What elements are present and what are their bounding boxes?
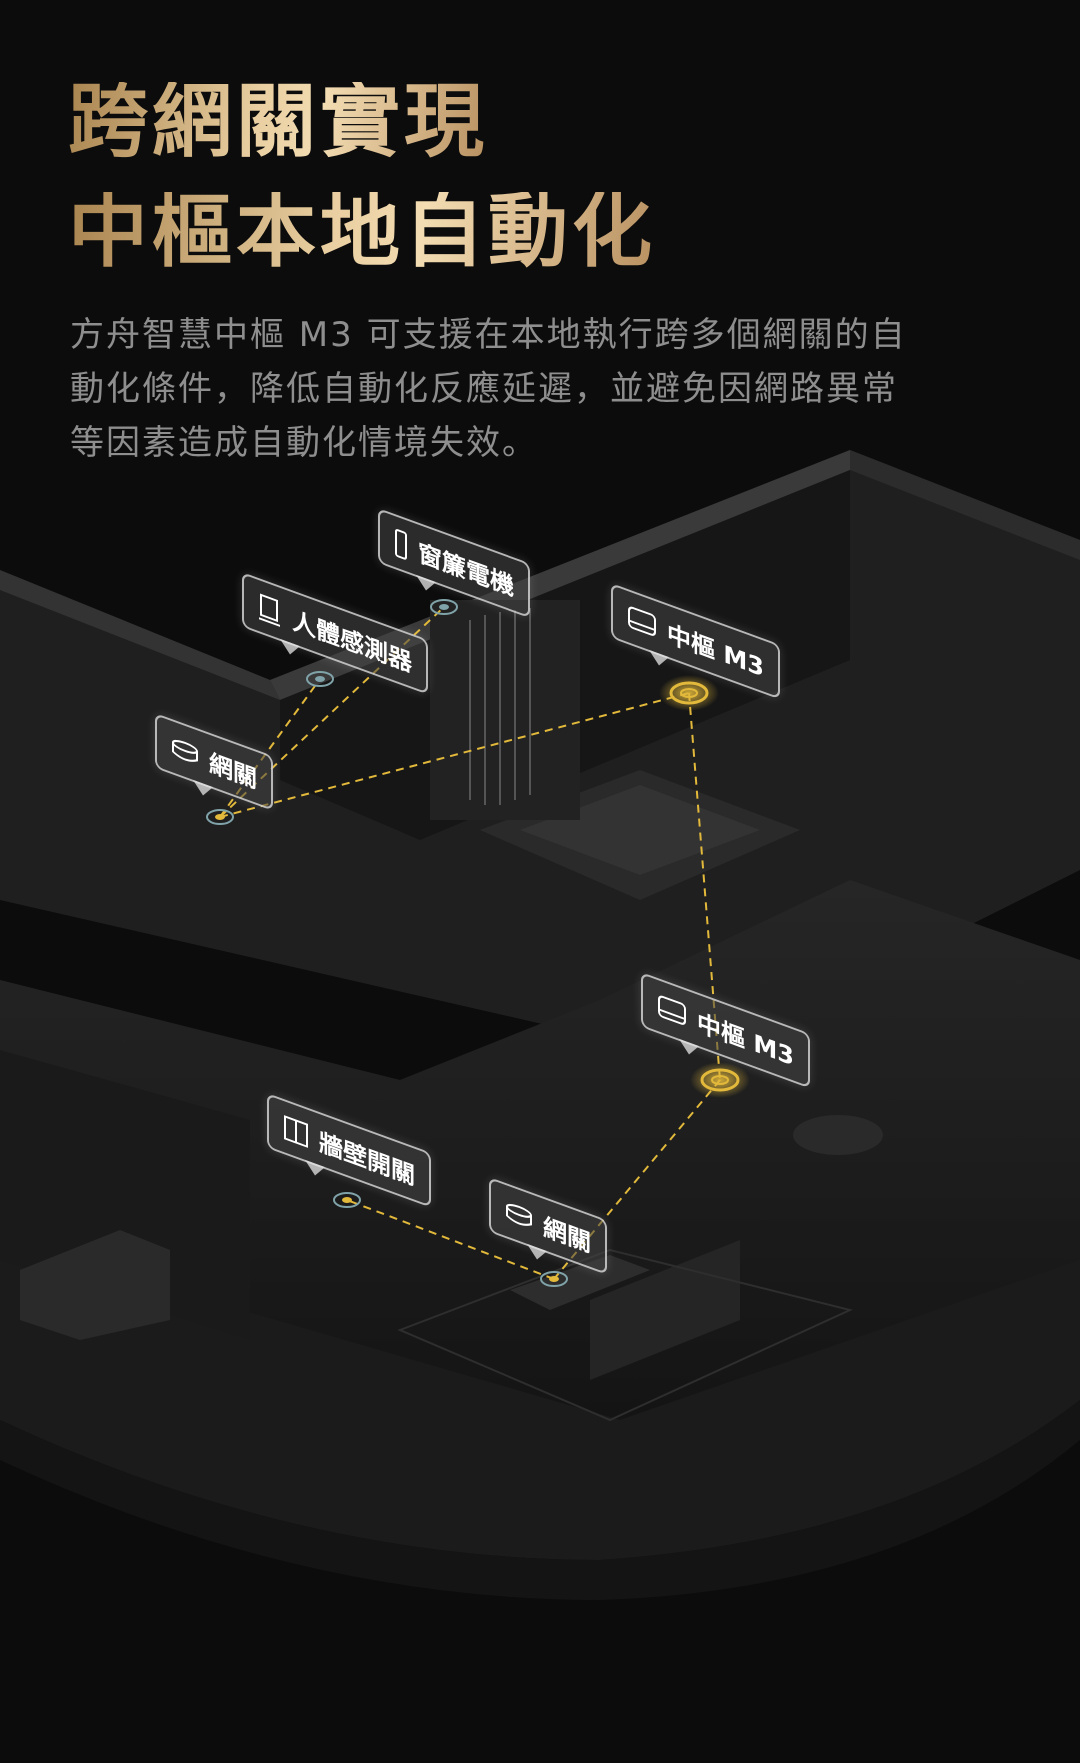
pin-sensor [306,671,334,687]
pin-gateway-top [206,809,234,825]
label-curtain-motor: 窗簾電機 [378,508,530,619]
label-motion-sensor: 人體感測器 [242,572,428,695]
label-text: 網關 [543,1212,591,1259]
pin-hub-top [659,675,719,711]
sofa [590,1240,740,1380]
device-pins [206,599,750,1287]
lower-floor [0,880,1080,1420]
description-line: 等因素造成自動化情境失效。 [70,423,538,463]
description-line: 動化條件，降低自動化反應延遲，並避免因網路異常 [70,369,898,409]
wall-switch-icon [284,1114,308,1148]
hub-icon [628,606,656,636]
pin-hub-bottom [690,1062,750,1098]
label-gateway-bottom: 網關 [489,1177,607,1275]
label-text: 網關 [209,748,257,795]
motion-sensor-icon [259,593,280,627]
label-hub-top: 中樞 M3 [611,583,780,700]
curtain [430,600,580,820]
headline-line2: 中樞本地自動化 [68,185,656,278]
hub-icon [658,995,686,1025]
pin-curtain [430,599,458,615]
table [510,1255,650,1310]
description: 方舟智慧中樞 M3 可支援在本地執行跨多個網關的自 動化條件，降低自動化反應延遲… [70,308,1030,470]
headline-line1: 跨網關實現 [68,75,488,168]
description-line: 方舟智慧中樞 M3 可支援在本地執行跨多個網關的自 [70,315,907,355]
label-hub-bottom: 中樞 M3 [641,972,810,1089]
label-gateway-top: 網關 [155,713,273,811]
gateway-icon [506,1203,532,1226]
gateway-icon [172,739,198,762]
pin-wall-switch [333,1192,361,1208]
curtain-motor-icon [395,528,407,560]
label-wall-switch: 牆壁開關 [267,1093,431,1208]
pin-gateway-bottom [540,1271,568,1287]
